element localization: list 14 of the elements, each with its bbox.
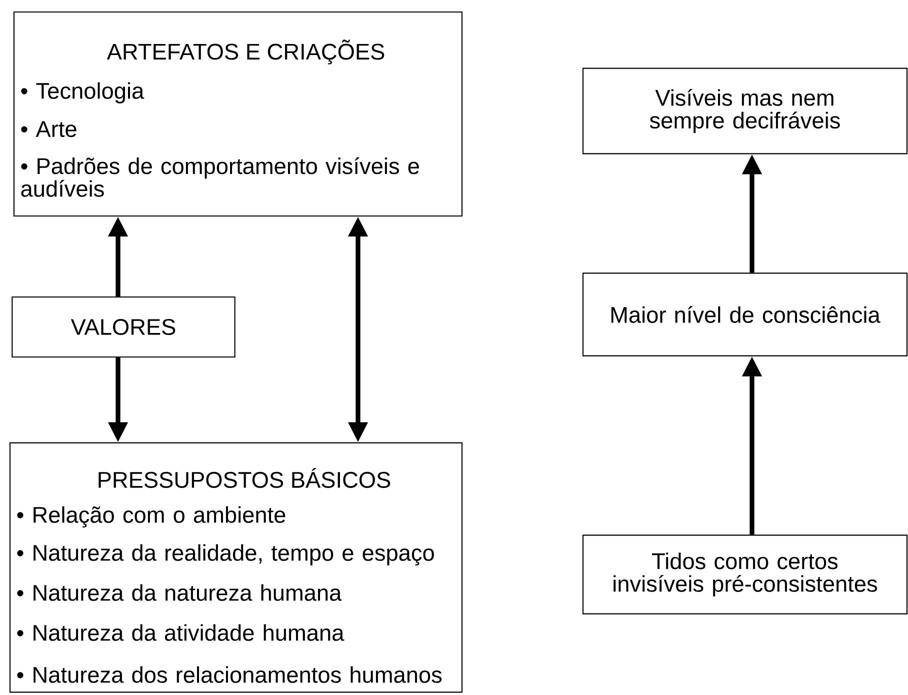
box-text: VALORES bbox=[70, 318, 176, 336]
box-text: Tidos como certos invisíveis pré-consistentes bbox=[614, 552, 878, 596]
box-text: Maior nível de consciência bbox=[611, 306, 880, 323]
box-text: Visíveis mas nem sempre decifráveis bbox=[650, 88, 840, 134]
bullet-item: • Natureza da atividade humana bbox=[17, 624, 344, 641]
heading: ARTEFATOS E CRIAÇÕES bbox=[106, 40, 384, 64]
bullet-item: • Tecnologia bbox=[21, 82, 144, 104]
bullet-item: • Padrões de comportamento visíveis e audíveis bbox=[21, 157, 419, 197]
bullet-item: • Natureza dos relacionamentos humanos bbox=[17, 666, 442, 683]
bullet-item: • Natureza da realidade, tempo e espaço bbox=[17, 544, 434, 566]
bullet-item: • Natureza da natureza humana bbox=[17, 584, 342, 601]
bullet-item: • Relação com o ambiente bbox=[17, 506, 286, 528]
heading: PRESSUPOSTOS BÁSICOS bbox=[98, 468, 390, 488]
bullet-item: • Arte bbox=[21, 121, 76, 138]
